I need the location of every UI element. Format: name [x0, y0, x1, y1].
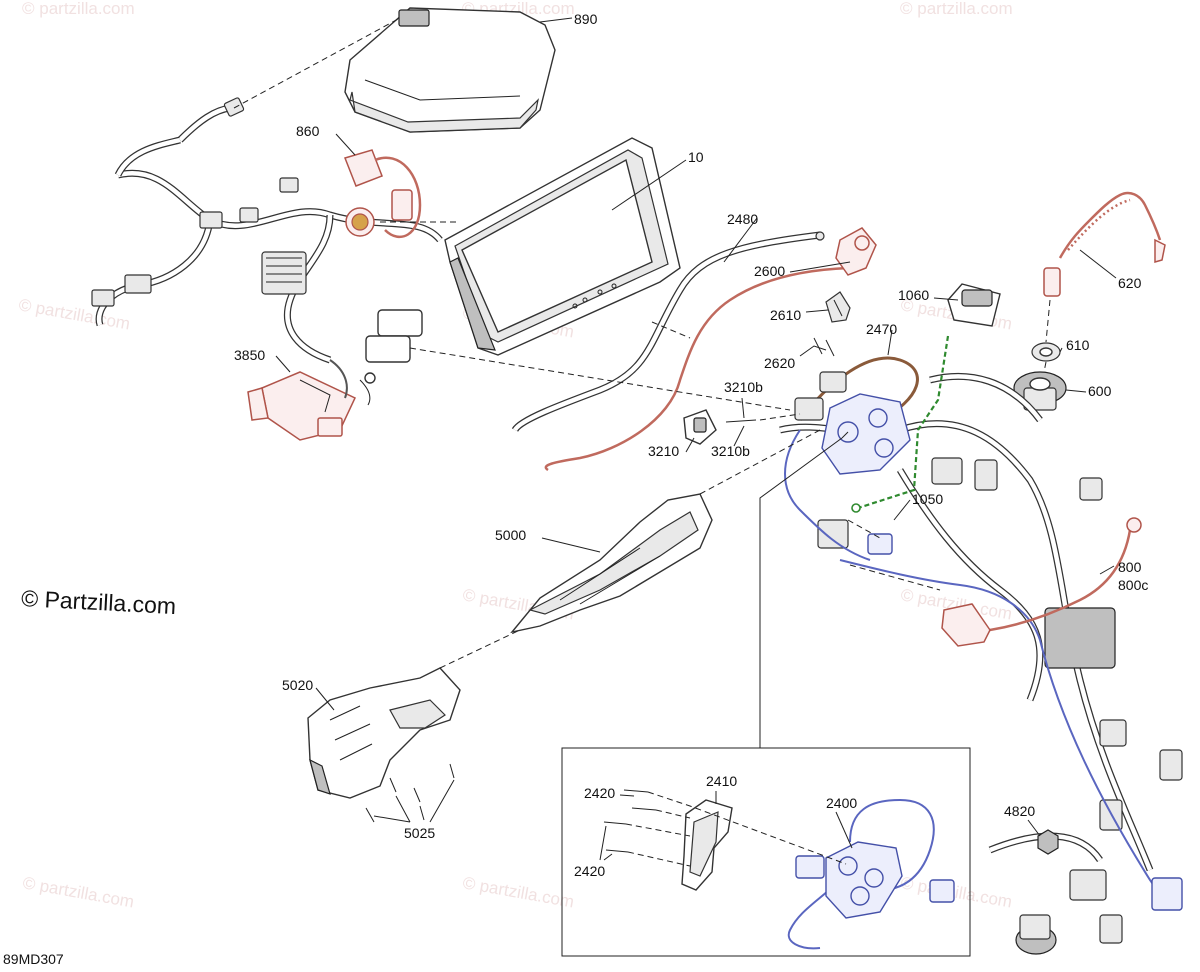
part-2600-harness[interactable] [544, 227, 877, 472]
detail-inset [561, 431, 971, 957]
part-800-cable[interactable] [941, 517, 1142, 647]
watermark: © partzilla.com [900, 0, 1013, 18]
part-5000-bracket[interactable] [510, 493, 713, 634]
diagram-code: 89MD307 [3, 951, 64, 967]
callout-2620: 2620 [764, 355, 795, 371]
part-1060-switch[interactable] [947, 283, 1001, 327]
callout-2600: 2600 [754, 263, 785, 279]
part-2610-clip[interactable] [825, 291, 851, 323]
callout-3210b-top: 3210b [724, 379, 763, 395]
callout-610: 610 [1066, 337, 1090, 353]
callout-620: 620 [1118, 275, 1142, 291]
part-620-lanyard[interactable] [1043, 191, 1166, 297]
part-3210b-terminal[interactable] [725, 419, 757, 423]
callout-3210b-bottom: 3210b [711, 443, 750, 459]
part-2480-cable[interactable] [511, 231, 825, 433]
callout-2480: 2480 [727, 211, 758, 227]
callout-10: 10 [688, 149, 704, 165]
part-3210-connector[interactable] [683, 409, 717, 445]
callout-2610: 2610 [770, 307, 801, 323]
part-860-connector[interactable] [344, 149, 422, 239]
part-2620-screws[interactable] [813, 337, 835, 357]
part-1050-link[interactable] [851, 335, 950, 513]
part-5020-support[interactable] [307, 667, 461, 799]
callout-4820: 4820 [1004, 803, 1035, 819]
watermark: © partzilla.com [461, 873, 575, 911]
part-3850-module[interactable] [247, 359, 356, 441]
watermark: © partzilla.com [21, 873, 135, 911]
callout-2420-bottom: 2420 [574, 863, 605, 879]
watermark: © partzilla.com [899, 873, 1013, 911]
part-610-nut[interactable] [1031, 342, 1061, 362]
callout-1060: 1060 [898, 287, 929, 303]
part-left-harness [91, 97, 443, 406]
callout-2400: 2400 [826, 795, 857, 811]
callout-890: 890 [574, 11, 598, 27]
part-2420-screws[interactable] [603, 789, 657, 853]
leader-lines [275, 17, 1117, 861]
callout-labels: 890 860 10 2480 2600 620 1060 610 2610 2… [234, 11, 1148, 879]
callout-2470: 2470 [866, 321, 897, 337]
part-5025-screws[interactable] [365, 763, 455, 823]
part-4820-nut[interactable] [1037, 829, 1059, 855]
part-10-display[interactable] [444, 137, 681, 356]
callout-2410: 2410 [706, 773, 737, 789]
watermark: © partzilla.com [22, 0, 135, 18]
part-890-pouch[interactable] [344, 7, 556, 133]
callout-800c: 800c [1118, 577, 1148, 593]
callout-1050: 1050 [912, 491, 943, 507]
callout-3210: 3210 [648, 443, 679, 459]
callout-3850: 3850 [234, 347, 265, 363]
callout-800: 800 [1118, 559, 1142, 575]
part-2400-switch-assembly[interactable] [787, 798, 955, 950]
part-600-key-switch[interactable] [1013, 371, 1067, 411]
callout-5025: 5025 [404, 825, 435, 841]
callout-5020: 5020 [282, 677, 313, 693]
callout-860: 860 [296, 123, 320, 139]
assembly-lines [233, 17, 1051, 669]
callout-2420-top: 2420 [584, 785, 615, 801]
callout-5000: 5000 [495, 527, 526, 543]
callout-600: 600 [1088, 383, 1112, 399]
